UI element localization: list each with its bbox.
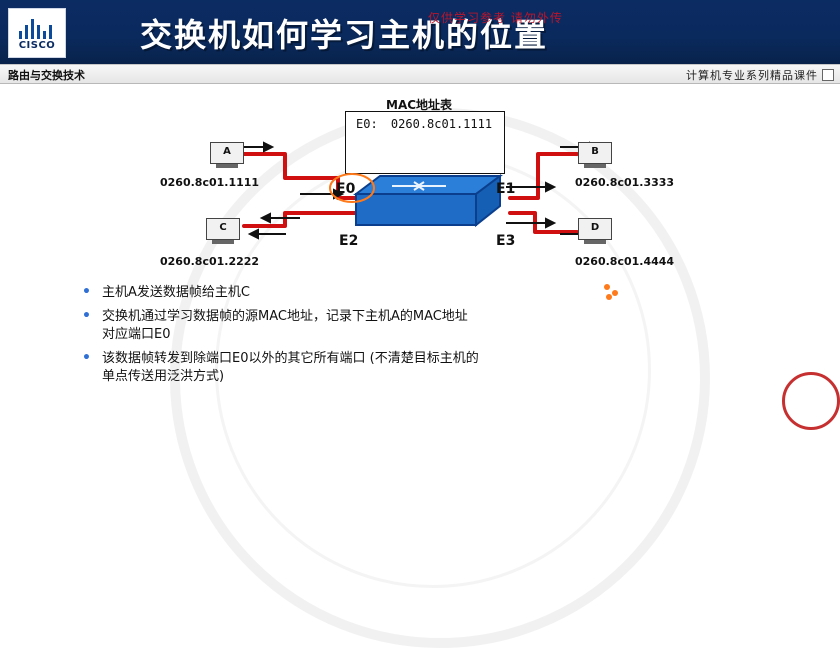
mac-table-row: E0: 0260.8c01.1111 [356,117,492,131]
host-d: D [578,218,612,244]
computer-icon [578,142,612,164]
logo-text: CISCO [18,40,56,51]
host-label: B [591,146,599,157]
subheader-bar: 路由与交换技术 计算机专业系列精品课件 [0,64,840,84]
bullet-dot-icon: • [82,350,91,366]
port-e3-label: E3 [496,233,516,249]
series-name: 计算机专业系列精品课件 [686,69,818,82]
bullet-text-line1: 该数据帧转发到除端口E0以外的其它所有端口 (不清楚目标主机的 [102,351,479,366]
computer-base [584,240,606,244]
bullet-text: 主机A发送数据帧给主机C [102,285,250,300]
bullet-list: • 主机A发送数据帧给主机C • 交换机通过学习数据帧的源MAC地址，记录下主机… [82,284,782,392]
host-label: D [590,222,600,233]
mac-port: E0: [356,117,378,131]
cisco-logo-icon [19,19,57,39]
computer-icon [206,218,240,240]
window-box-icon [822,69,834,81]
port-e1-label: E1 [496,181,516,197]
bullet-dot-icon: • [82,284,91,300]
slide-header: CISCO 交换机如何学习主机的位置 仅供学习参考 请勿外传 [0,0,840,64]
slide-title: 交换机如何学习主机的位置 [140,16,549,54]
host-b: B [578,142,612,168]
computer-icon [210,142,244,164]
host-label: A [223,146,231,157]
computer-base [216,164,238,168]
bullet-dot-icon: • [82,308,91,324]
computer-base [212,240,234,244]
overlay-watermark-text: 仅供学习参考 请勿外传 [428,11,563,25]
host-c: C [206,218,240,244]
annotation-dots-icon [604,282,622,302]
bullet-text-line1: 交换机通过学习数据帧的源MAC地址，记录下主机A的MAC地址 [102,309,468,324]
cisco-logo: CISCO [8,8,66,58]
corner-emblem-icon [782,372,840,430]
mac-address: 0260.8c01.1111 [390,117,493,131]
host-d-address: 0260.8c01.4444 [575,255,675,268]
bullet-text-line2: 单点传送用泛洪方式) [102,369,225,384]
host-a: A [210,142,244,168]
host-c-address: 0260.8c01.2222 [160,255,260,268]
bullet-item: • 该数据帧转发到除端口E0以外的其它所有端口 (不清楚目标主机的 单点传送用泛… [82,350,782,386]
bullet-item: • 主机A发送数据帧给主机C [82,284,782,302]
host-b-address: 0260.8c01.3333 [575,176,675,189]
computer-base [584,164,606,168]
host-a-address: 0260.8c01.1111 [160,176,260,189]
mac-table-title: MAC地址表 [386,98,453,112]
port-e0-label: E0 [336,181,356,197]
mac-table: E0: 0260.8c01.1111 [345,111,505,174]
course-name: 路由与交换技术 [8,69,85,82]
port-e2-label: E2 [339,233,359,249]
bullet-item: • 交换机通过学习数据帧的源MAC地址，记录下主机A的MAC地址 对应端口E0 [82,308,782,344]
host-label: C [219,222,227,233]
computer-icon [578,218,612,240]
bullet-text-line2: 对应端口E0 [102,327,171,342]
